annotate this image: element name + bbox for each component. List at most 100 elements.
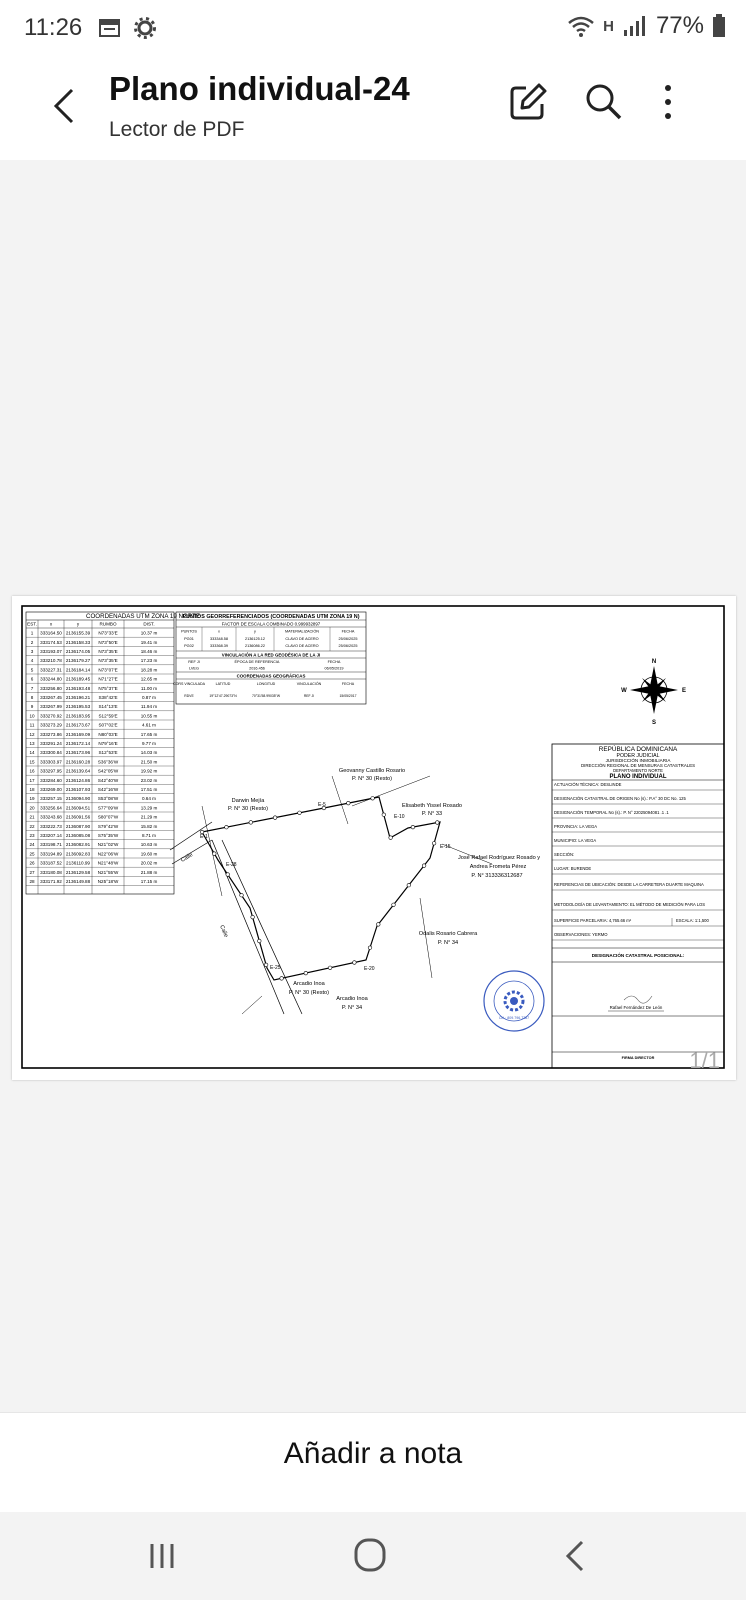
coords-table-title: COORDENADAS UTM ZONA 19 NORTE	[86, 613, 200, 620]
back-arrow-icon[interactable]	[44, 78, 88, 134]
coords-cell: 333267.99	[40, 704, 62, 709]
status-time: 11:26	[24, 14, 83, 41]
edit-icon[interactable]	[506, 80, 550, 124]
coords-cell: 333291.24	[40, 741, 62, 746]
station-marker	[321, 805, 327, 811]
tb-designacion-posicional: DESIGNACIÓN CATASTRAL POSICIONAL:	[592, 951, 685, 958]
coords-cell: S14°13'E	[98, 704, 117, 709]
recents-icon[interactable]	[138, 1534, 186, 1578]
station-marker	[388, 835, 393, 840]
label-e20: E-20	[364, 966, 375, 972]
coords-cell: 2136149.88	[66, 879, 91, 884]
geo-table-title: PUNTOS GEORREFERENCIADOS (COORDENADAS UT…	[182, 614, 359, 620]
coords-cell: 25	[29, 851, 35, 856]
tb-row-actuacion: ACTUACIÓN TÉCNICA: DESLINDE	[554, 782, 622, 787]
geocoord-cell: RDVE	[184, 694, 194, 698]
plan-labels: Geovanny Castillo Rosario P. N° 30 (Rest…	[180, 768, 540, 1011]
coords-cell: 19	[29, 796, 35, 801]
coords-cell: 333273.86	[40, 732, 62, 737]
coords-cell: 333267.45	[40, 695, 62, 700]
compass-n: N	[652, 659, 656, 665]
coords-cell: 14	[29, 750, 35, 755]
compass-e: E	[682, 688, 686, 694]
coords-cell: 8	[31, 695, 34, 700]
station-marker	[239, 893, 244, 898]
link-header-cell: FECHA	[328, 660, 341, 664]
street-edge-4	[221, 839, 303, 1015]
coords-cell: S36°36'W	[98, 759, 119, 764]
coords-cell: 333269.00	[40, 787, 62, 792]
coords-cell: 2136196.21	[66, 695, 91, 700]
label-geovanny-p: P. N° 30 (Resto)	[352, 776, 392, 782]
gear-icon	[134, 17, 156, 39]
coords-cell: 3	[31, 649, 34, 654]
coords-cell: 333256.80	[40, 686, 62, 691]
coords-cell: 333244.80	[40, 677, 62, 682]
coords-cell: 6	[31, 677, 34, 682]
coords-cell: 333193.07	[40, 649, 62, 654]
station-marker	[279, 976, 284, 981]
page-title: Plano individual-24	[109, 70, 410, 107]
coords-cell: S80°07'W	[98, 815, 119, 820]
coords-cell: 2136174.05	[66, 649, 91, 654]
coords-cell: 17.51 m	[141, 787, 158, 792]
coords-header-cell: EST.	[27, 622, 37, 627]
coords-cell: 333273.29	[40, 723, 62, 728]
coords-cell: 9	[31, 704, 34, 709]
more-options-icon[interactable]	[646, 80, 690, 124]
coords-cell: 2	[31, 640, 34, 645]
label-odalis: Odalis Rosario Cabrera	[419, 931, 478, 937]
coords-cell: 2136173.67	[66, 723, 91, 728]
status-bar: 11:26 H 77%	[0, 0, 746, 56]
geo-cell: 25/06/2025	[338, 637, 357, 641]
coords-cell: 7	[31, 686, 34, 691]
coords-cell: 2136087.90	[66, 824, 91, 829]
coords-cell: 333174.53	[40, 640, 62, 645]
parcel-boundary	[201, 796, 441, 981]
coords-cell: 2136195.53	[66, 704, 91, 709]
label-jose: José Rafael Rodríguez Rosado y	[458, 855, 540, 861]
coords-cell: 23.02 m	[141, 778, 158, 783]
coords-cell: 15	[29, 759, 35, 764]
station-marker	[435, 820, 440, 825]
coords-cell: 21	[29, 815, 35, 820]
coords-cell: 18	[29, 787, 35, 792]
coords-cell: 11	[30, 723, 35, 728]
label-arcadio-2: Arcadio Inoa	[336, 996, 368, 1002]
station-marker	[264, 962, 269, 968]
coords-cell: 12.65 m	[141, 677, 158, 682]
calendar-icon	[99, 19, 120, 37]
add-to-note-button[interactable]: Añadir a nota	[0, 1437, 746, 1471]
coords-cell: 333257.15	[40, 796, 62, 801]
tb-row-referencias: REFERENCIAS DE UBICACIÓN: DESDE LA CARRE…	[554, 882, 704, 887]
label-e1: E-1	[200, 834, 208, 840]
coords-cell: S42°05'W	[98, 769, 119, 774]
search-icon[interactable]	[582, 80, 626, 124]
geo-header-cell: MATERIALIZACIÓN	[285, 629, 319, 634]
coords-cell: 2136139.64	[66, 769, 91, 774]
coords-cell: 0.87 m	[142, 695, 156, 700]
coords-cell: 15.82 m	[141, 824, 158, 829]
geo-cell: 2136125.12	[245, 637, 265, 641]
home-icon[interactable]	[346, 1534, 394, 1578]
coords-cell: 333270.92	[40, 713, 62, 718]
label-andrea: Andrea Frometa Pérez	[470, 864, 527, 870]
nav-back-icon[interactable]	[552, 1534, 600, 1578]
coords-cell: 26	[29, 861, 35, 866]
coords-cell: N71°27'E	[98, 677, 117, 682]
station-marker	[381, 812, 386, 817]
coords-cell: S07°02'E	[98, 723, 117, 728]
signature	[623, 995, 653, 1004]
geo-coords-title: COORDENADAS GEOGRÁFICAS	[237, 674, 306, 679]
station-marker	[297, 810, 302, 815]
coords-cell: 17	[29, 778, 35, 783]
title-block: REPÚBLICA DOMINICANA PODER JUDICIAL JURI…	[551, 743, 725, 1069]
coords-cell: S77°09'W	[98, 805, 119, 810]
coords-cell: 18.28 m	[141, 667, 158, 672]
page-subtitle: Lector de PDF	[109, 118, 245, 141]
